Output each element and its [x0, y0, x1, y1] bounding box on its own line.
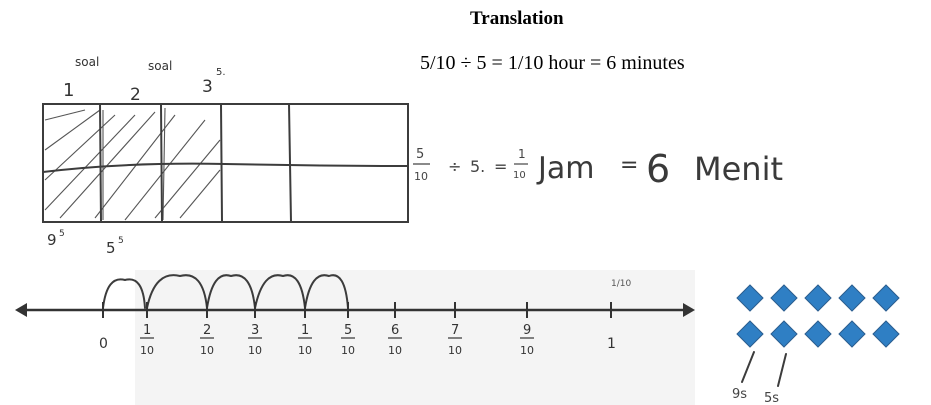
number-line: 0 1 10 2 10 3 10 1 10 5 10 6 10 7 10 9 10 1 1/10: [15, 270, 695, 405]
number-line-label-den: 10: [520, 344, 534, 357]
bar-outline: [42, 103, 409, 223]
number-line-label-num: 1: [143, 323, 151, 338]
number-line-label-num: 3: [251, 323, 259, 338]
translation-title: Translation: [470, 8, 564, 29]
diamond-label-9s: 9s: [732, 387, 747, 402]
diamond-shape: [838, 284, 866, 312]
diamond-shape: [736, 320, 764, 348]
bar-bottom-9: 9: [47, 231, 57, 249]
diamond-shape: [872, 284, 900, 312]
hw-equals2: =: [620, 153, 638, 178]
hw-word-jam: Jam: [536, 151, 594, 186]
hw-frac2-den: 10: [513, 170, 526, 181]
bar-hatching: [44, 107, 221, 221]
hw-frac1-den: 10: [414, 170, 428, 183]
hw-equals: =: [494, 157, 507, 176]
number-line-label-num: 7: [451, 323, 459, 338]
bar-label-2: 2: [130, 85, 141, 105]
bar-midline: [42, 162, 409, 173]
diamond-grid: [736, 284, 900, 348]
number-line-label-den: 10: [448, 344, 462, 357]
hw-result: 6: [646, 147, 670, 191]
hw-op: ÷: [448, 157, 461, 176]
bar-label-3: 3: [202, 77, 213, 97]
number-line-label-num: 6: [391, 323, 399, 338]
number-line-label: 1: [607, 336, 616, 352]
handwritten-equation: 5 10 ÷ 5. = 1 10 Jam = 6 Menit: [410, 120, 870, 230]
number-line-label-den: 10: [248, 344, 262, 357]
bar-model: 1 soal soal 2 3 5. 9 5 5 5: [42, 55, 409, 257]
bar-bottom-5-sup: 5: [118, 236, 124, 246]
nl-top-mark: 1/10: [611, 279, 631, 289]
number-line-label-num: 1: [301, 323, 309, 338]
number-line-label-den: 10: [388, 344, 402, 357]
bar-label-3-sup: 5.: [216, 67, 226, 78]
number-line-label-den: 10: [140, 344, 154, 357]
bar-bottom-5: 5: [106, 239, 116, 257]
diamond-shape: [770, 320, 798, 348]
translation-equation: 5/10 ÷ 5 = 1/10 hour = 6 minutes: [420, 52, 685, 74]
bar-label-soal-2: soal: [148, 59, 172, 73]
number-line-label-num: 9: [523, 323, 531, 338]
diamond-label-5s: 5s: [764, 391, 779, 405]
bar-label-soal-1: soal: [75, 55, 99, 69]
diamond-shape: [838, 320, 866, 348]
diamond-shape: [804, 320, 832, 348]
bar-bottom-9-sup: 5: [59, 229, 65, 239]
number-line-label-num: 5: [344, 323, 352, 338]
number-line-label-den: 10: [341, 344, 355, 357]
diamond-array: 9s 5s: [732, 284, 900, 405]
diamond-shape: [872, 320, 900, 348]
hw-divisor: 5.: [470, 157, 485, 176]
number-line-label-den: 10: [298, 344, 312, 357]
number-line-label: 0: [99, 336, 108, 352]
diamond-shape: [804, 284, 832, 312]
bar-label-1: 1: [63, 80, 74, 101]
diamond-shape: [736, 284, 764, 312]
number-line-label-num: 2: [203, 323, 211, 338]
number-line-label-den: 10: [200, 344, 214, 357]
hw-frac1-num: 5: [416, 147, 424, 162]
hw-frac2-num: 1: [518, 147, 526, 161]
diamond-shape: [770, 284, 798, 312]
hw-word-menit: Menit: [694, 150, 783, 188]
number-line-ticks: 0 1 10 2 10 3 10 1 10 5 10 6 10 7 10 9 10 1: [99, 302, 616, 357]
